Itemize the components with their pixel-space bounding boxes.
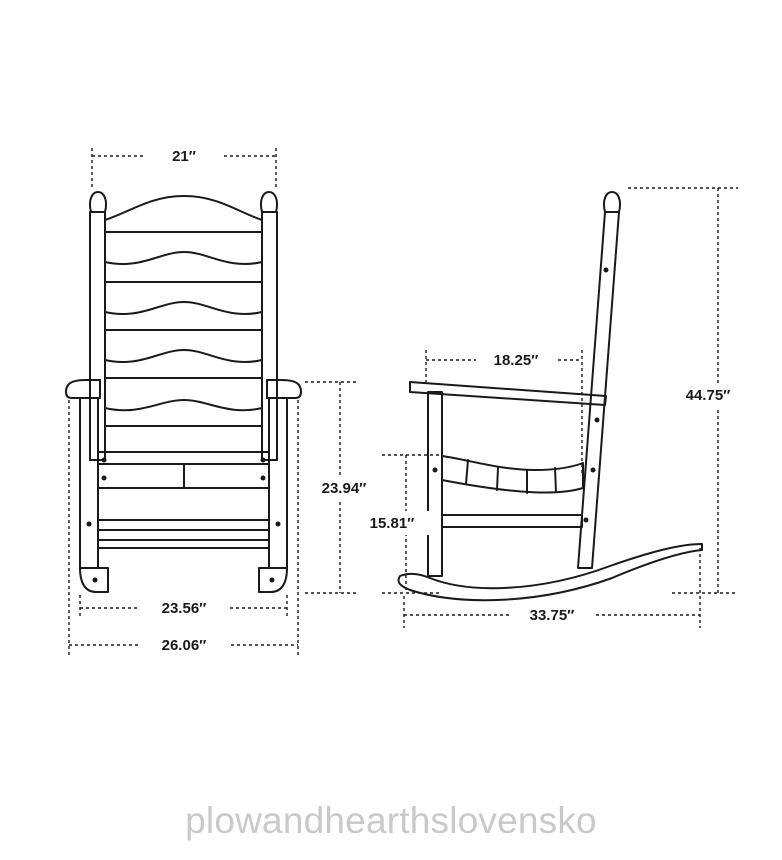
arm-height-label: 23.94″ xyxy=(322,480,367,497)
watermark: plowandhearthslovensko xyxy=(185,800,597,841)
front-view-chair xyxy=(65,191,302,593)
rocker-length-label: 33.75″ xyxy=(530,607,575,624)
seat-height-label: 15.81″ xyxy=(370,515,415,532)
front-dimension-lines xyxy=(68,148,358,655)
front-width-base-label: 26.06″ xyxy=(162,637,207,654)
side-view-chair xyxy=(397,191,703,602)
arm-depth-label: 18.25″ xyxy=(494,352,539,369)
total-height-label: 44.75″ xyxy=(686,387,731,404)
side-dimension-lines xyxy=(382,187,738,628)
front-width-seat-label: 23.56″ xyxy=(162,600,207,617)
front-width-top-label: 21″ xyxy=(172,148,196,165)
